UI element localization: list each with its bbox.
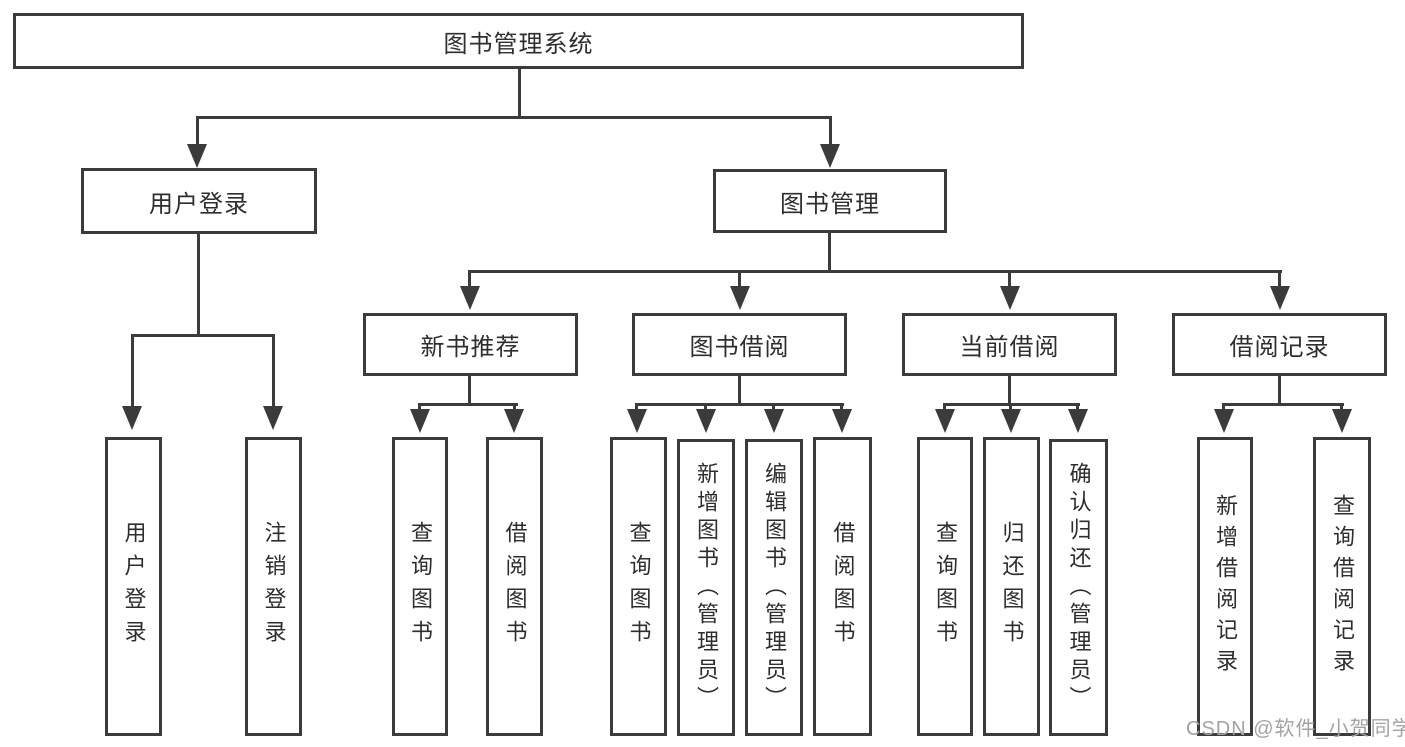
leaf-cb-return-books-label: 归还图书 [999,520,1025,653]
leaf-logout-label: 注销登录 [261,520,287,653]
leaf-cb-query-books: 查询图书 [917,437,973,736]
node-current-borrow: 当前借阅 [902,313,1117,376]
node-new-book-rec: 新书推荐 [363,313,578,376]
arrow-to-leaf-user-login [122,406,142,430]
connector-book-mgmt-stem [828,233,831,273]
node-book-mgmt: 图书管理 [713,169,947,233]
arrow-to-bb-borrow [832,409,852,433]
node-root: 图书管理系统 [13,13,1024,69]
connector-level1-rail [196,116,832,119]
connector-user-login-rail [131,334,275,337]
connector-to-cb-confirm [1076,403,1079,411]
connector-to-book-borrow [738,270,741,288]
leaf-bb-query-books-label: 查询图书 [626,520,652,653]
connector-to-leaf-logout [272,334,275,408]
leaf-cb-return-books: 归还图书 [983,437,1040,736]
leaf-br-add-record-label: 新增借阅记录 [1213,493,1238,680]
node-current-borrow-label: 当前借阅 [959,334,1060,361]
connector-to-book-mgmt [829,116,832,146]
leaf-cb-query-books-label: 查询图书 [933,520,958,653]
arrow-to-book-borrow [730,286,750,310]
leaf-nb-borrow-books: 借阅图书 [486,437,543,736]
connector-to-cb-return [1009,403,1012,411]
arrow-to-nb-borrow [504,409,524,433]
connector-to-bb-query [635,403,638,411]
leaf-br-query-record: 查询借阅记录 [1313,437,1371,736]
arrow-to-bb-edit [764,409,784,433]
connector-borrow-record-stem [1278,376,1281,406]
connector-user-login-stem [197,234,200,337]
node-new-book-rec-label: 新书推荐 [420,334,521,361]
node-book-borrow: 图书借阅 [632,313,847,376]
node-user-login: 用户登录 [81,168,317,234]
arrow-to-bb-query [627,409,647,433]
leaf-cb-confirm-return-admin: 确认归还（管理员） [1049,439,1108,736]
node-book-borrow-label: 图书借阅 [689,334,790,361]
connector-to-current-borrow [1008,270,1011,288]
leaf-cb-confirm-return-admin-label: 确认归还（管理员） [1066,461,1092,714]
leaf-bb-borrow-books-label: 借阅图书 [830,520,856,653]
leaf-bb-edit-books-admin-label: 编辑图书（管理员） [762,461,787,714]
connector-to-br-query [1340,403,1343,411]
arrow-to-cb-confirm [1068,409,1088,433]
connector-to-cb-query [943,403,946,411]
arrow-to-book-mgmt [820,144,840,168]
arrow-to-br-query [1332,409,1352,433]
leaf-nb-borrow-books-label: 借阅图书 [502,520,528,653]
connector-book-borrow-rail [635,403,844,406]
connector-to-br-add [1222,403,1225,411]
arrow-to-bb-add [696,409,716,433]
arrow-to-borrow-record [1270,286,1290,310]
node-user-login-label: 用户登录 [149,190,249,218]
node-borrow-record-label: 借阅记录 [1229,334,1330,361]
connector-to-leaf-user-login [131,334,134,408]
leaf-user-login: 用户登录 [105,437,162,736]
node-book-mgmt-label: 图书管理 [780,190,880,218]
leaf-user-login-label: 用户登录 [121,520,147,653]
arrow-to-leaf-logout [263,406,283,430]
csdn-watermark: CSDN @软件_小贺同学 [1186,718,1405,740]
connector-to-bb-borrow [840,403,843,411]
leaf-br-query-record-label: 查询借阅记录 [1330,493,1355,680]
connector-to-nb-borrow [513,403,516,411]
node-root-label: 图书管理系统 [443,30,594,58]
leaf-bb-edit-books-admin: 编辑图书（管理员） [745,439,803,736]
connector-new-book-rec-stem [468,376,471,406]
connector-to-bb-edit [772,403,775,411]
connector-to-borrow-record [1278,270,1281,288]
connector-level2-rail [468,270,1282,273]
arrow-to-cb-query [935,409,955,433]
leaf-bb-query-books: 查询图书 [610,437,667,736]
connector-to-bb-add [704,403,707,411]
leaf-nb-query-books: 查询图书 [392,437,448,736]
leaf-bb-add-books-admin: 新增图书（管理员） [677,439,735,736]
connector-root-stem [518,69,521,119]
connector-borrow-record-rail [1222,403,1344,406]
connector-new-book-rec-rail [418,403,518,406]
leaf-logout: 注销登录 [245,437,302,736]
connector-book-borrow-stem [738,376,741,406]
leaf-bb-add-books-admin-label: 新增图书（管理员） [694,461,719,714]
leaf-br-add-record: 新增借阅记录 [1197,437,1253,736]
connector-to-new-book-rec [468,270,471,288]
arrow-to-nb-query [410,409,430,433]
arrow-to-new-book-rec [460,286,480,310]
connector-to-nb-query [418,403,421,411]
leaf-bb-borrow-books: 借阅图书 [813,437,872,736]
arrow-to-br-add [1214,409,1234,433]
arrow-to-user-login [187,144,207,168]
arrow-to-current-borrow [1000,286,1020,310]
node-borrow-record: 借阅记录 [1172,313,1387,376]
connector-current-borrow-stem [1008,376,1011,406]
connector-to-user-login [196,116,199,146]
leaf-nb-query-books-label: 查询图书 [408,520,433,653]
arrow-to-cb-return [1001,409,1021,433]
